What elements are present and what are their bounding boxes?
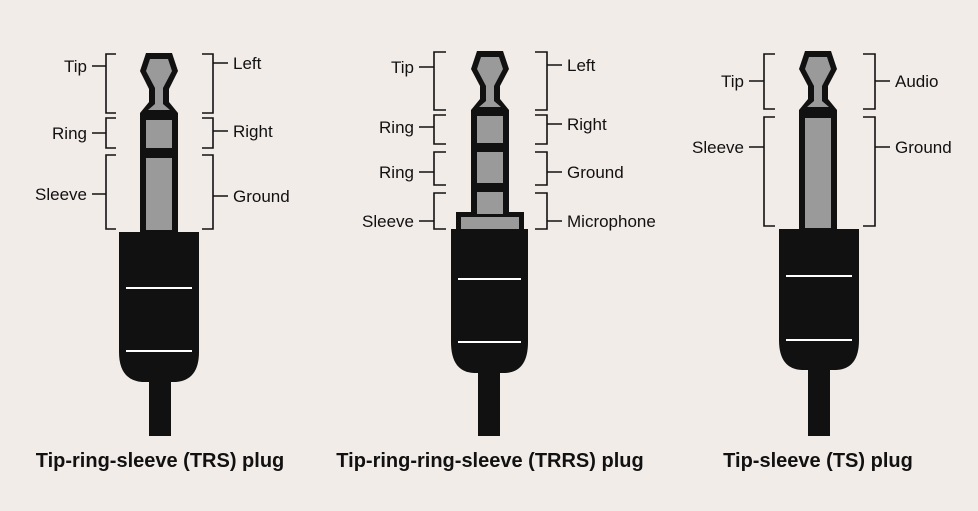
trs-left-bracket [202, 53, 228, 114]
ts-audio-bracket [863, 53, 890, 110]
trs-handle [119, 232, 199, 382]
ts-plug: Tip Sleeve Audio Ground Tip-sleeve (TS) … [692, 51, 952, 472]
ts-ground-bracket [863, 116, 890, 227]
trrs-caption: Tip-ring-ring-sleeve (TRRS) plug [336, 450, 643, 472]
ts-sleeve-bracket [749, 116, 775, 227]
ts-tip-conductor [805, 57, 831, 107]
ts-cable [808, 367, 830, 436]
trrs-left-brackets [419, 51, 446, 230]
trrs-right-brackets [535, 51, 562, 230]
ts-handle [779, 229, 859, 370]
trrs-sleeve-conductor [477, 192, 503, 214]
trrs-label-ring-1: Ring [379, 118, 414, 137]
trs-ground-bracket [202, 154, 228, 230]
trrs-handle [451, 229, 528, 373]
trrs-label-ring-2: Ring [379, 163, 414, 182]
trrs-cable [478, 371, 500, 436]
ts-label-tip: Tip [721, 72, 744, 91]
trrs-ring2-conductor [477, 152, 503, 183]
trrs-label-microphone: Microphone [567, 212, 656, 231]
trs-tip-conductor [146, 59, 172, 110]
trrs-left-bracket [535, 51, 562, 111]
trrs-plug-illustration [451, 51, 528, 436]
trs-caption: Tip-ring-sleeve (TRS) plug [36, 450, 285, 472]
trrs-label-left: Left [567, 56, 596, 75]
trs-right-brackets [202, 53, 228, 230]
trrs-tip-bracket [419, 51, 446, 111]
trs-label-tip: Tip [64, 57, 87, 76]
trrs-label-sleeve: Sleeve [362, 212, 414, 231]
trrs-right-bracket [535, 114, 562, 145]
ts-label-sleeve: Sleeve [692, 138, 744, 157]
trs-plug-illustration [119, 53, 199, 436]
ts-label-audio: Audio [895, 72, 938, 91]
ts-sleeve-conductor [805, 118, 831, 228]
trs-label-right: Right [233, 122, 273, 141]
trrs-ring1-bracket [419, 114, 446, 145]
ts-caption: Tip-sleeve (TS) plug [723, 450, 913, 472]
trrs-plug: Tip Ring Ring Sleeve Left Right Ground M… [336, 51, 656, 472]
trs-left-brackets [92, 53, 116, 230]
trs-tip-bracket [92, 53, 116, 114]
ts-label-ground: Ground [895, 138, 952, 157]
trs-label-left: Left [233, 54, 262, 73]
trs-sleeve-conductor [146, 158, 172, 230]
ts-right-brackets [863, 53, 890, 227]
ts-plug-illustration [779, 51, 859, 436]
trrs-ring1-conductor [477, 116, 503, 143]
trrs-ring2-bracket [419, 151, 446, 186]
trrs-label-ground: Ground [567, 163, 624, 182]
trrs-tip-conductor [477, 57, 503, 107]
trrs-label-tip: Tip [391, 58, 414, 77]
trs-right-bracket [202, 117, 228, 149]
trrs-mic-bracket [535, 192, 562, 230]
trs-label-ground: Ground [233, 187, 290, 206]
ts-left-brackets [749, 53, 775, 227]
trs-plug: Tip Ring Sleeve Left Right Ground Tip-ri… [35, 53, 290, 472]
trrs-collar [461, 217, 519, 229]
trs-ring-conductor [146, 120, 172, 148]
ts-tip-bracket [749, 53, 775, 110]
trs-cable [149, 380, 171, 436]
trrs-ground-bracket [535, 151, 562, 186]
trs-sleeve-bracket [92, 154, 116, 230]
trrs-label-right: Right [567, 115, 607, 134]
trs-ring-bracket [92, 117, 116, 149]
trs-label-ring: Ring [52, 124, 87, 143]
trs-label-sleeve: Sleeve [35, 185, 87, 204]
trrs-sleeve-bracket [419, 192, 446, 230]
